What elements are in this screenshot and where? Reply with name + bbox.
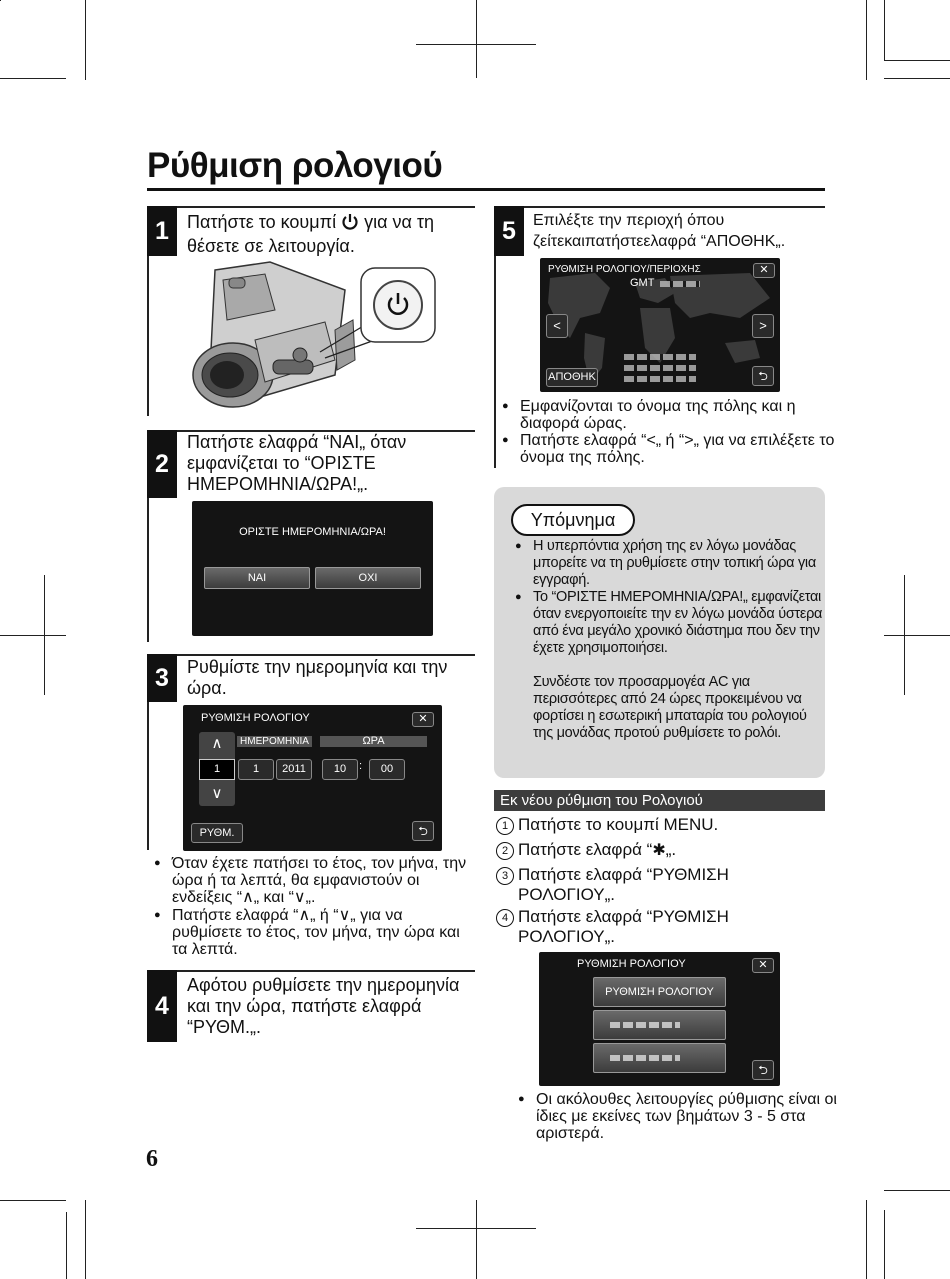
back-icon[interactable]: ⮌	[752, 366, 774, 386]
step2-side	[147, 430, 149, 642]
gear-icon: ✱	[652, 842, 666, 859]
reset-step-3-text: Πατήστε ελαφρά “ΡΥΘΜΙΣΗ ΡΟΛΟΓΙΟΥ„.	[518, 865, 729, 904]
hour-field[interactable]: 10	[322, 759, 358, 780]
reset-step-4-text: Πατήστε ελαφρά “ΡΥΘΜΙΣΗ ΡΟΛΟΓΙΟΥ„.	[518, 907, 729, 946]
step5-number: 5	[494, 206, 524, 256]
step4-text: Αφότου ρυθμίσετε την ημερομηνία και την …	[187, 975, 460, 1037]
memo-label: Υπόμνημα	[511, 504, 635, 536]
down-arrow-icon[interactable]: ∨	[211, 785, 223, 802]
memo-paragraph: Συνδέστε τον προσαρμογέα AC για περισσότ…	[533, 674, 807, 741]
clock-setting-title: ΡΥΘΜΙΣΗ ΡΟΛΟΓΙΟΥ	[201, 712, 310, 724]
no-button[interactable]: ΟΧΙ	[315, 567, 421, 589]
city-name-blurred	[624, 354, 696, 360]
reset-step-1-number: 1	[496, 817, 514, 835]
step2-rule	[147, 430, 475, 432]
reset-step-4-number: 4	[496, 909, 514, 927]
step1-number: 1	[147, 206, 177, 256]
reset-step-1-text: Πατήστε το κουμπί MENU.	[518, 815, 719, 834]
reset-step-3-number: 3	[496, 867, 514, 885]
time-colon: :	[359, 760, 363, 772]
step3-side	[147, 654, 149, 850]
back-icon[interactable]: ⮌	[412, 821, 434, 841]
year-field[interactable]: 2011	[276, 759, 312, 780]
title-rule	[147, 188, 825, 191]
region-setting-screen: ΡΥΘΜΙΣΗ ΡΟΛΟΓΙΟΥ/ΠΕΡΙΟΧΗΣ ✕ GMT < > ΑΠΟΘ…	[540, 258, 780, 392]
reset-heading: Εκ νέου ρύθμιση του Ρολογιού	[494, 790, 825, 811]
memo-bullet-2: Το “ΟΡΙΣΤΕ ΗΜΕΡΟΜΗΝΙΑ/ΩΡΑ!„ εμφανίζεται …	[515, 589, 825, 657]
save-button[interactable]: ΑΠΟΘΗΚ	[546, 368, 598, 387]
next-city-button[interactable]: >	[752, 314, 774, 338]
set-date-screen-title: ΟΡΙΣΤΕ ΗΜΕΡΟΜΗΝΙΑ/ΩΡΑ!	[239, 526, 386, 538]
step4-rule	[147, 970, 475, 972]
back-icon[interactable]: ⮌	[752, 1060, 774, 1080]
menu-item-blurred[interactable]	[593, 1010, 726, 1040]
step1-rule	[147, 206, 475, 208]
step2-text: Πατήστε ελαφρά “ΝΑΙ„ όταν εμφανίζεται το…	[187, 432, 407, 494]
time-diff-blurred	[624, 376, 696, 382]
close-icon[interactable]: ✕	[753, 263, 775, 278]
step3-rule	[147, 654, 475, 656]
clock-setting-menu-item[interactable]: ΡΥΘΜΙΣΗ ΡΟΛΟΓΙΟΥ	[593, 977, 726, 1007]
reset-step-2-text: Πατήστε ελαφρά “✱„.	[518, 840, 677, 859]
clock-menu-screen: ΡΥΘΜΙΣΗ ΡΟΛΟΓΙΟΥ ✕ ΡΥΘΜΙΣΗ ΡΟΛΟΓΙΟΥ ⮌	[539, 952, 780, 1086]
step4-number: 4	[147, 970, 177, 1042]
step5-bullet-2: Πατήστε ελαφρά “<„ ή “>„ για να επιλέξετ…	[502, 432, 835, 466]
step5-rule	[494, 206, 825, 208]
memo-bullet-1: Η υπερπόντια χρήση της εν λόγω μονάδας μ…	[515, 538, 825, 589]
step5-side	[494, 206, 496, 468]
step5-bullet-1: Εμφανίζονται το όνομα της πόλης και η δι…	[502, 398, 835, 432]
step3-text: Ρυθμίστε την ημερομηνία και την ώρα.	[187, 657, 448, 698]
power-icon	[341, 213, 359, 236]
city-name-blurred	[624, 365, 696, 371]
step3-bullet-1: Όταν έχετε πατήσει το έτος, τον μήνα, τη…	[154, 855, 472, 906]
minute-field[interactable]: 00	[369, 759, 405, 780]
gmt-label: GMT	[630, 277, 655, 289]
region-screen-title: ΡΥΘΜΙΣΗ ΡΟΛΟΓΙΟΥ/ΠΕΡΙΟΧΗΣ	[548, 264, 701, 275]
yes-button[interactable]: ΝΑΙ	[204, 567, 310, 589]
time-label: ΩΡΑ	[320, 736, 427, 747]
close-icon[interactable]: ✕	[752, 958, 774, 973]
reset-bullet: Οι ακόλουθες λειτουργίες ρύθμισης είναι …	[518, 1091, 846, 1142]
day-field[interactable]: 1	[199, 759, 235, 780]
prev-city-button[interactable]: <	[546, 314, 568, 338]
step1-side	[147, 206, 149, 416]
date-label: ΗΜΕΡΟΜΗΝΙΑ	[237, 736, 312, 747]
up-arrow-icon[interactable]: ∧	[211, 735, 223, 752]
set-button[interactable]: ΡΥΘΜ.	[191, 823, 243, 843]
menu-item-blurred[interactable]	[593, 1043, 726, 1073]
close-icon[interactable]: ✕	[412, 712, 434, 727]
step1-text: Πατήστε το κουμπί για να τη θέσετε σε λε…	[187, 212, 435, 256]
step3-number: 3	[147, 654, 177, 702]
gmt-offset-blurred	[660, 281, 700, 287]
step3-bullet-2: Πατήστε ελαφρά “∧„ ή “∨„ για να ρυθμίσετ…	[154, 907, 472, 958]
clock-setting-screen: ΡΥΘΜΙΣΗ ΡΟΛΟΓΙΟΥ ✕ ΗΜΕΡΟΜΗΝΙΑ ΩΡΑ ∧ ∨ 1 …	[183, 705, 442, 851]
set-date-screen: ΟΡΙΣΤΕ ΗΜΕΡΟΜΗΝΙΑ/ΩΡΑ! ΝΑΙ ΟΧΙ	[192, 501, 433, 636]
page-title: Ρύθμιση ρολογιού	[147, 146, 443, 185]
reset-step-2-number: 2	[496, 842, 514, 860]
camcorder-illustration	[185, 260, 440, 410]
clock-menu-title: ΡΥΘΜΙΣΗ ΡΟΛΟΓΙΟΥ	[577, 958, 686, 970]
step2-number: 2	[147, 430, 177, 498]
page-number: 6	[146, 1146, 158, 1172]
month-field[interactable]: 1	[238, 759, 274, 780]
step5-text: Επιλέξτε την περιοχή όπου ζείτεκαιπατήστ…	[533, 212, 786, 250]
